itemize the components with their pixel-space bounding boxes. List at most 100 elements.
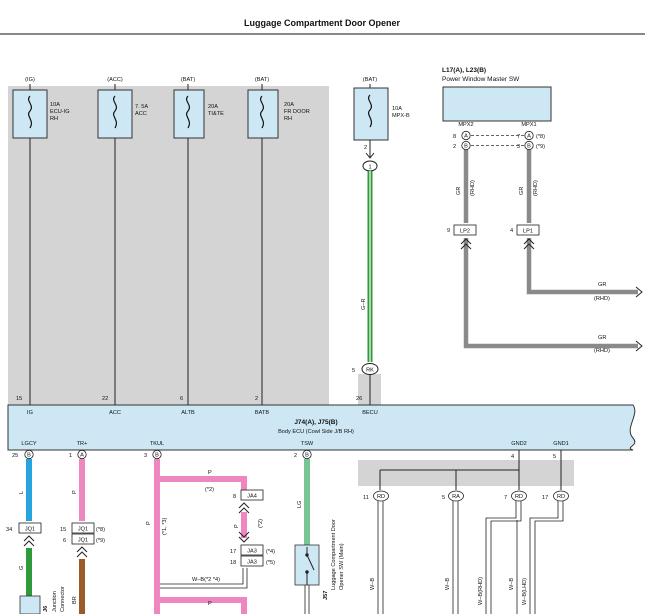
wire-label-rhd: (RHD) bbox=[594, 296, 610, 302]
pin-number: 7 bbox=[504, 495, 507, 501]
pin-number: 2 bbox=[294, 453, 297, 459]
conn-label: JQ1 bbox=[25, 527, 35, 533]
fuse-name: ACC bbox=[135, 111, 147, 117]
wire-label-gr: GR bbox=[519, 187, 525, 195]
fuse-fr-door-rh: (BAT) 20A FR DOOR RH bbox=[247, 77, 310, 139]
conn-letter: B bbox=[527, 144, 531, 150]
conn-letter: RA bbox=[452, 494, 460, 500]
fuse-ecu-ig-rh: (IG) 10A ECU-IG RH bbox=[12, 77, 70, 139]
page-title: Luggage Compartment Door Opener bbox=[244, 18, 401, 28]
fuse-name2: RH bbox=[50, 116, 58, 122]
conn-letter: B bbox=[464, 144, 468, 150]
conn-label: JA4 bbox=[247, 494, 257, 500]
ecu-top-pins: 15 22 6 2 26 bbox=[16, 396, 362, 402]
wire-label-p: P bbox=[146, 521, 152, 525]
pin-number: 8 bbox=[233, 494, 236, 500]
pin-number: 9 bbox=[447, 228, 450, 234]
conn-label: JQ1 bbox=[78, 527, 88, 533]
fuse-supply: (BAT) bbox=[363, 77, 377, 83]
jq1-connector-single: 34 JQ1 bbox=[6, 522, 42, 547]
pws-name: Power Window Master SW bbox=[442, 76, 520, 83]
fuse-wires bbox=[29, 138, 263, 405]
wire-label-br: BR bbox=[72, 596, 78, 604]
pin-name: GND2 bbox=[511, 441, 527, 447]
wire-wb-ja3 bbox=[160, 568, 248, 589]
fuse-name2: RH bbox=[284, 116, 292, 122]
conn-letter: B bbox=[27, 453, 31, 459]
pin-number: 17 bbox=[542, 495, 548, 501]
pin-number: 3 bbox=[144, 453, 147, 459]
pin-number: 7 bbox=[517, 134, 520, 140]
fuse-supply: (BAT) bbox=[255, 77, 269, 83]
fuse-name: TI&TE bbox=[208, 111, 224, 117]
pin-name: LGCY bbox=[21, 441, 37, 447]
conn-letter: B bbox=[305, 453, 309, 459]
pin-number: 6 bbox=[180, 396, 183, 402]
conn-letter: B bbox=[155, 453, 159, 459]
pws-pin-row: 2 B 3 B (*9) bbox=[453, 140, 545, 151]
pin-number: 17 bbox=[230, 549, 236, 555]
pws-mpx2: MPX2 bbox=[458, 122, 473, 128]
pin-note: (*8) bbox=[536, 134, 545, 140]
ecu-top-pin-names: IG ACC ALTB BATB BECU bbox=[27, 410, 378, 416]
pin-number: 22 bbox=[102, 396, 108, 402]
conn-label: LP2 bbox=[460, 229, 470, 235]
wire-label-gr: GR bbox=[598, 335, 606, 341]
conn-label: LP1 bbox=[523, 229, 533, 235]
pin-note: (*9) bbox=[536, 144, 545, 150]
pin-name: BATB bbox=[255, 410, 269, 416]
ja3-connector: 17 JA3 (*4) 18 JA3 (*5) bbox=[230, 544, 275, 567]
fuse-mpx-b: (BAT) 10A MPX-B bbox=[353, 77, 410, 141]
wire-label-p: P bbox=[234, 524, 240, 528]
wire-label: W–B bbox=[509, 578, 515, 590]
ecu-bottom-pin-names: LGCY TR+ TKUL TSW GND2 GND1 bbox=[21, 441, 568, 447]
fuse-acc: (ACC) 7. 5A ACC bbox=[97, 77, 148, 139]
pin-note: (*9) bbox=[96, 538, 105, 544]
conn-letter: RD bbox=[377, 494, 385, 500]
fuse-rating: 7. 5A bbox=[135, 104, 148, 110]
pin-name: ACC bbox=[109, 410, 121, 416]
pin-note: (*8) bbox=[96, 527, 105, 533]
wire-label-p: P bbox=[72, 490, 78, 494]
wire-label: W–B(RHD) bbox=[478, 577, 484, 605]
pin-number: 5 bbox=[553, 454, 556, 460]
pin-number: 11 bbox=[363, 495, 369, 501]
wire-label: W–B bbox=[445, 578, 451, 590]
gray-gr-wires bbox=[463, 150, 638, 349]
wire-label-g-r: G–R bbox=[361, 298, 367, 310]
pin-note: (*5) bbox=[266, 560, 275, 566]
fuse-name: FR DOOR bbox=[284, 109, 310, 115]
jq1-connector-double: 15 JQ1 (*8) 6 JQ1 (*9) bbox=[60, 522, 105, 558]
pin-number: 15 bbox=[60, 527, 66, 533]
wire-label: W–B(LHD) bbox=[522, 578, 528, 605]
fuse-supply: (ACC) bbox=[107, 77, 123, 83]
fuse-rating: 10A bbox=[392, 106, 402, 112]
rk-label: RK bbox=[366, 368, 374, 374]
pws-id: L17(A), L23(B) bbox=[442, 67, 486, 74]
pin-number: 4 bbox=[510, 228, 513, 234]
pws-pin-row: 8 A 7 A (*8) bbox=[453, 130, 545, 141]
wire-label: W–B bbox=[370, 578, 376, 590]
pin-number: 8 bbox=[453, 134, 456, 140]
j6-id: J6 bbox=[43, 606, 49, 612]
j6-name2: Connector bbox=[60, 586, 66, 612]
pin-name: GND1 bbox=[553, 441, 569, 447]
conn-letter: A bbox=[80, 453, 84, 459]
pin-number: 2 bbox=[255, 396, 258, 402]
joint-label: 1 bbox=[368, 165, 371, 171]
wire-label-gr: GR bbox=[456, 187, 462, 195]
j6-box bbox=[19, 595, 41, 614]
pin-number: 2 bbox=[453, 144, 456, 150]
fuse-rating: 10A bbox=[50, 102, 60, 108]
conn-letter: RD bbox=[515, 494, 523, 500]
fuse-rating: 20A bbox=[284, 102, 294, 108]
wb-labels: W–B W–B W–B(RHD) W–B W–B(LHD) bbox=[370, 577, 528, 605]
wire-p-tkul bbox=[154, 459, 247, 614]
pin-number: 4 bbox=[511, 454, 514, 460]
wire-label-rhd: (RHD) bbox=[594, 348, 610, 354]
pin-note: (*4) bbox=[266, 549, 275, 555]
pin-name: ALTB bbox=[181, 410, 195, 416]
ground-background bbox=[358, 460, 574, 486]
pin-name: BECU bbox=[362, 410, 378, 416]
pin-number: 5 bbox=[442, 495, 445, 501]
